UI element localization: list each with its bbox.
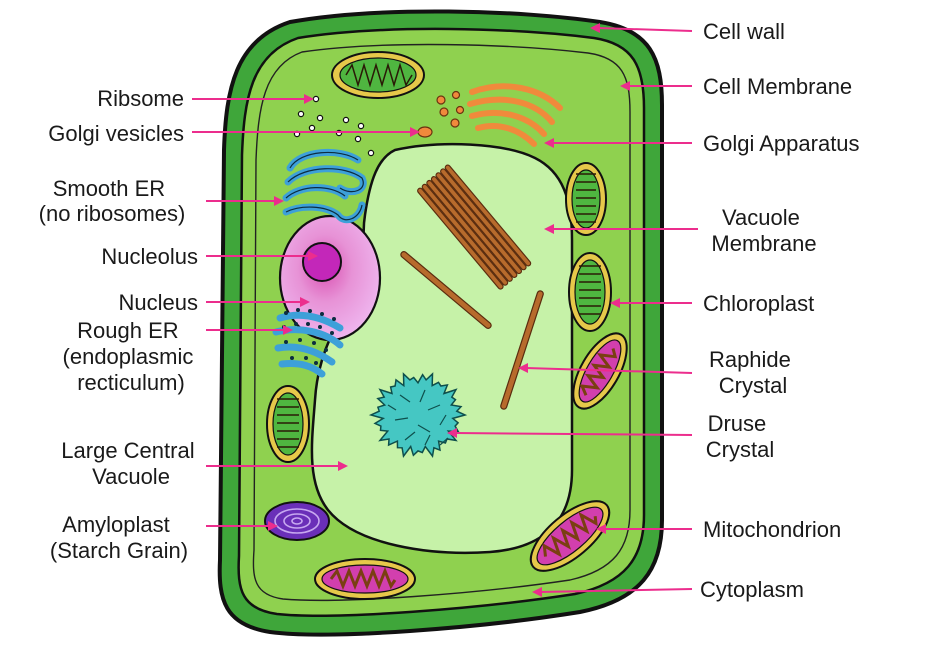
label-nucleolus: Nucleolus: [101, 244, 198, 269]
mitochondrion-bottom: [314, 558, 416, 600]
mitochondrion-lower: [529, 500, 611, 572]
chloroplast-right-1: [565, 162, 607, 236]
label-ribosome: Ribsome: [97, 86, 184, 111]
label-rough-er: Rough ER (endoplasmic recticulum): [63, 318, 200, 395]
golgi-apparatus: [467, 83, 563, 147]
smooth-er: [282, 148, 367, 224]
raphide-bundle: [417, 164, 532, 290]
raphide-needle-1: [400, 251, 492, 329]
amyloplast: [264, 501, 330, 541]
label-vacuole-membrane: Vacuole Membrane: [711, 205, 816, 256]
rough-er: [272, 308, 344, 378]
chloroplast-right-2: [568, 252, 612, 332]
label-golgi-apparatus: Golgi Apparatus: [703, 131, 860, 156]
label-chloroplast: Chloroplast: [703, 291, 814, 316]
label-cell-wall: Cell wall: [703, 19, 785, 44]
label-large-central-vacuole: Large Central Vacuole: [61, 438, 200, 489]
golgi-vesicles: [417, 90, 465, 138]
pointer-lines: [192, 23, 698, 597]
label-cell-membrane: Cell Membrane: [703, 74, 852, 99]
druse-crystal: [368, 372, 468, 458]
label-druse-crystal: Druse Crystal: [706, 411, 774, 462]
cell-membrane: [252, 43, 631, 602]
label-raphide-crystal: Raphide Crystal: [709, 347, 797, 398]
chloroplast-top: [331, 51, 425, 99]
label-amyloplast: Amyloplast (Starch Grain): [50, 512, 188, 563]
label-cytoplasm: Cytoplasm: [700, 577, 804, 602]
chloroplast-left: [266, 385, 310, 463]
label-smooth-er: Smooth ER (no ribosomes): [39, 176, 186, 226]
label-mitochondrion: Mitochondrion: [703, 517, 841, 542]
nucleolus: [302, 242, 342, 282]
raphide-crystal: [500, 290, 544, 410]
label-nucleus: Nucleus: [119, 290, 198, 315]
label-golgi-vesicles: Golgi vesicles: [48, 121, 184, 146]
